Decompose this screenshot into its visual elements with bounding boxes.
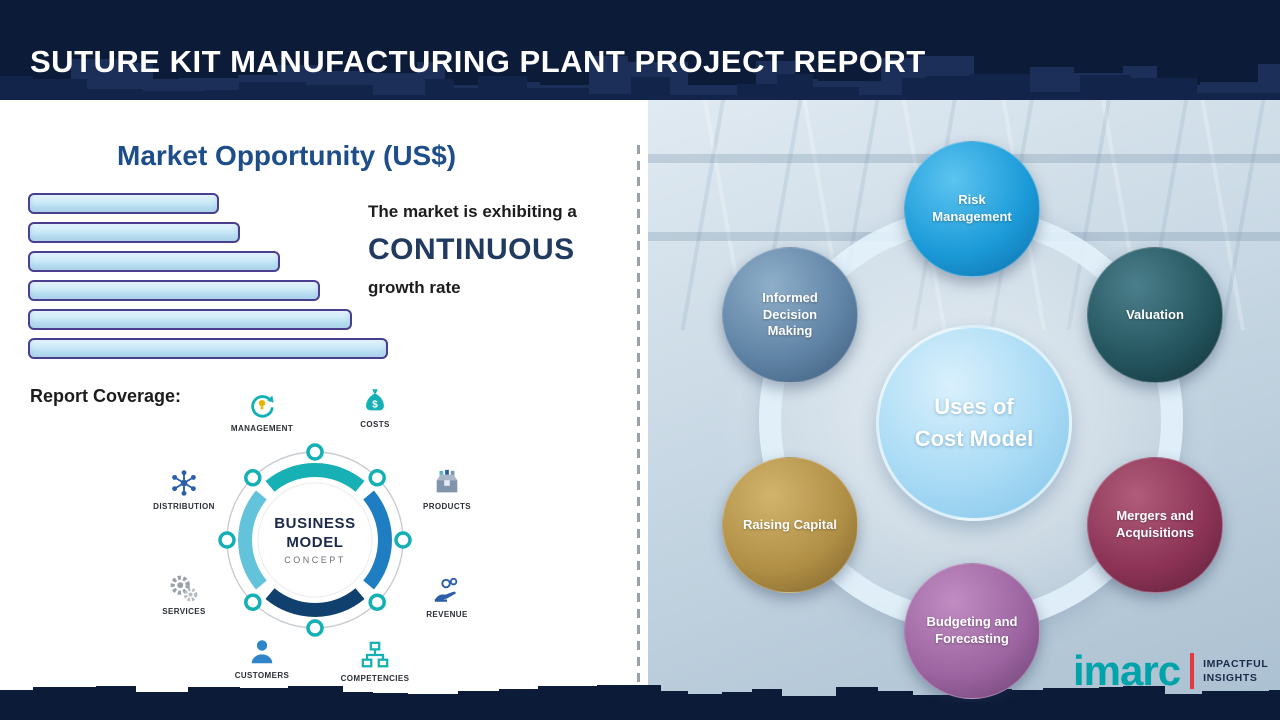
coverage-item-label: CUSTOMERS	[234, 671, 290, 680]
growth-line-3: growth rate	[368, 278, 461, 297]
market-bar	[28, 193, 219, 214]
imarc-logo: imarc IMPACTFUL INSIGHTS	[1073, 647, 1268, 694]
node-label: Raising Capital	[743, 516, 837, 532]
market-opportunity-title: Market Opportunity (US$)	[117, 140, 457, 171]
node-informed-decision-making: Informed Decision Making	[722, 247, 858, 383]
coverage-item-label: COSTS	[360, 420, 390, 429]
right-panel: Risk Management Valuation Mergers and Ac…	[648, 100, 1280, 702]
market-bar	[28, 338, 388, 359]
person-icon	[251, 640, 273, 664]
logo-tagline-line-1: IMPACTFUL	[1203, 657, 1269, 670]
coverage-item-label: COMPETENCIES	[340, 674, 410, 683]
svg-text:$: $	[372, 400, 378, 411]
cost-model-center-line-1: Uses of	[934, 394, 1014, 420]
growth-line-1: The market is exhibiting a	[368, 202, 577, 221]
coverage-item-label: REVENUE	[426, 610, 468, 619]
logo-tagline-line-2: INSIGHTS	[1203, 671, 1258, 684]
hand-coins-icon	[434, 577, 458, 602]
growth-statement: The market is exhibiting a CONTINUOUS gr…	[368, 202, 633, 298]
market-bar	[28, 222, 240, 243]
business-model-word-3: CONCEPT	[284, 555, 346, 566]
org-chart-icon	[361, 641, 389, 668]
report-coverage-label: Report Coverage:	[30, 386, 182, 406]
market-bar	[28, 280, 320, 301]
market-bar	[28, 251, 280, 272]
panel-divider	[637, 145, 640, 697]
coverage-item-competencies: COMPETENCIES	[327, 640, 423, 683]
market-bar	[28, 309, 352, 330]
node-valuation: Valuation	[1087, 247, 1223, 383]
node-mergers-acquisitions: Mergers and Acquisitions	[1087, 457, 1223, 593]
header-band: SUTURE KIT MANUFACTURING PLANT PROJECT R…	[0, 0, 1280, 100]
coverage-item-distribution: DISTRIBUTION	[136, 468, 232, 511]
node-label: Informed Decision Making	[762, 289, 818, 339]
node-label: Risk Management	[932, 192, 1012, 224]
business-model-word-2: MODEL	[286, 533, 344, 551]
city-skyline-front-icon	[0, 74, 1280, 100]
coverage-item-products: PRODUCTS	[399, 468, 495, 511]
business-model-ring	[218, 443, 412, 637]
node-label: Mergers and Acquisitions	[1115, 508, 1194, 540]
coverage-item-costs: $ COSTS	[327, 386, 423, 429]
growth-line-2: CONTINUOUS	[368, 233, 575, 266]
gears-icon	[170, 575, 198, 602]
product-box-icon	[436, 469, 458, 493]
market-bar-chart	[28, 193, 388, 367]
logo-divider-bar	[1190, 652, 1195, 689]
money-bag-icon: $	[366, 389, 384, 411]
cost-model-center: Uses of Cost Model	[876, 325, 1072, 521]
node-budgeting-forecasting: Budgeting and Forecasting	[904, 563, 1040, 699]
coverage-item-label: SERVICES	[162, 607, 206, 616]
coverage-item-revenue: REVENUE	[399, 576, 495, 619]
coverage-item-label: MANAGEMENT	[230, 424, 294, 433]
node-label: Valuation	[1126, 306, 1184, 322]
coverage-item-services: SERVICES	[136, 573, 232, 616]
coverage-item-label: DISTRIBUTION	[153, 502, 215, 511]
coverage-item-customers: CUSTOMERS	[214, 637, 310, 680]
node-risk-management: Risk Management	[904, 141, 1040, 277]
report-title: SUTURE KIT MANUFACTURING PLANT PROJECT R…	[30, 44, 926, 79]
logo-tagline: IMPACTFUL INSIGHTS	[1203, 657, 1268, 685]
business-model-word-1: BUSINESS	[274, 514, 356, 532]
coverage-item-label: PRODUCTS	[422, 502, 472, 511]
coverage-item-management: MANAGEMENT	[214, 390, 310, 433]
node-label: Budgeting and Forecasting	[926, 614, 1018, 646]
imarc-wordmark: imarc	[1073, 647, 1181, 694]
business-model-center: BUSINESS MODEL CONCEPT	[245, 502, 385, 578]
network-icon	[172, 470, 196, 496]
recycle-idea-icon	[251, 395, 274, 418]
node-raising-capital: Raising Capital	[722, 457, 858, 593]
cost-model-center-line-2: Cost Model	[914, 426, 1034, 451]
